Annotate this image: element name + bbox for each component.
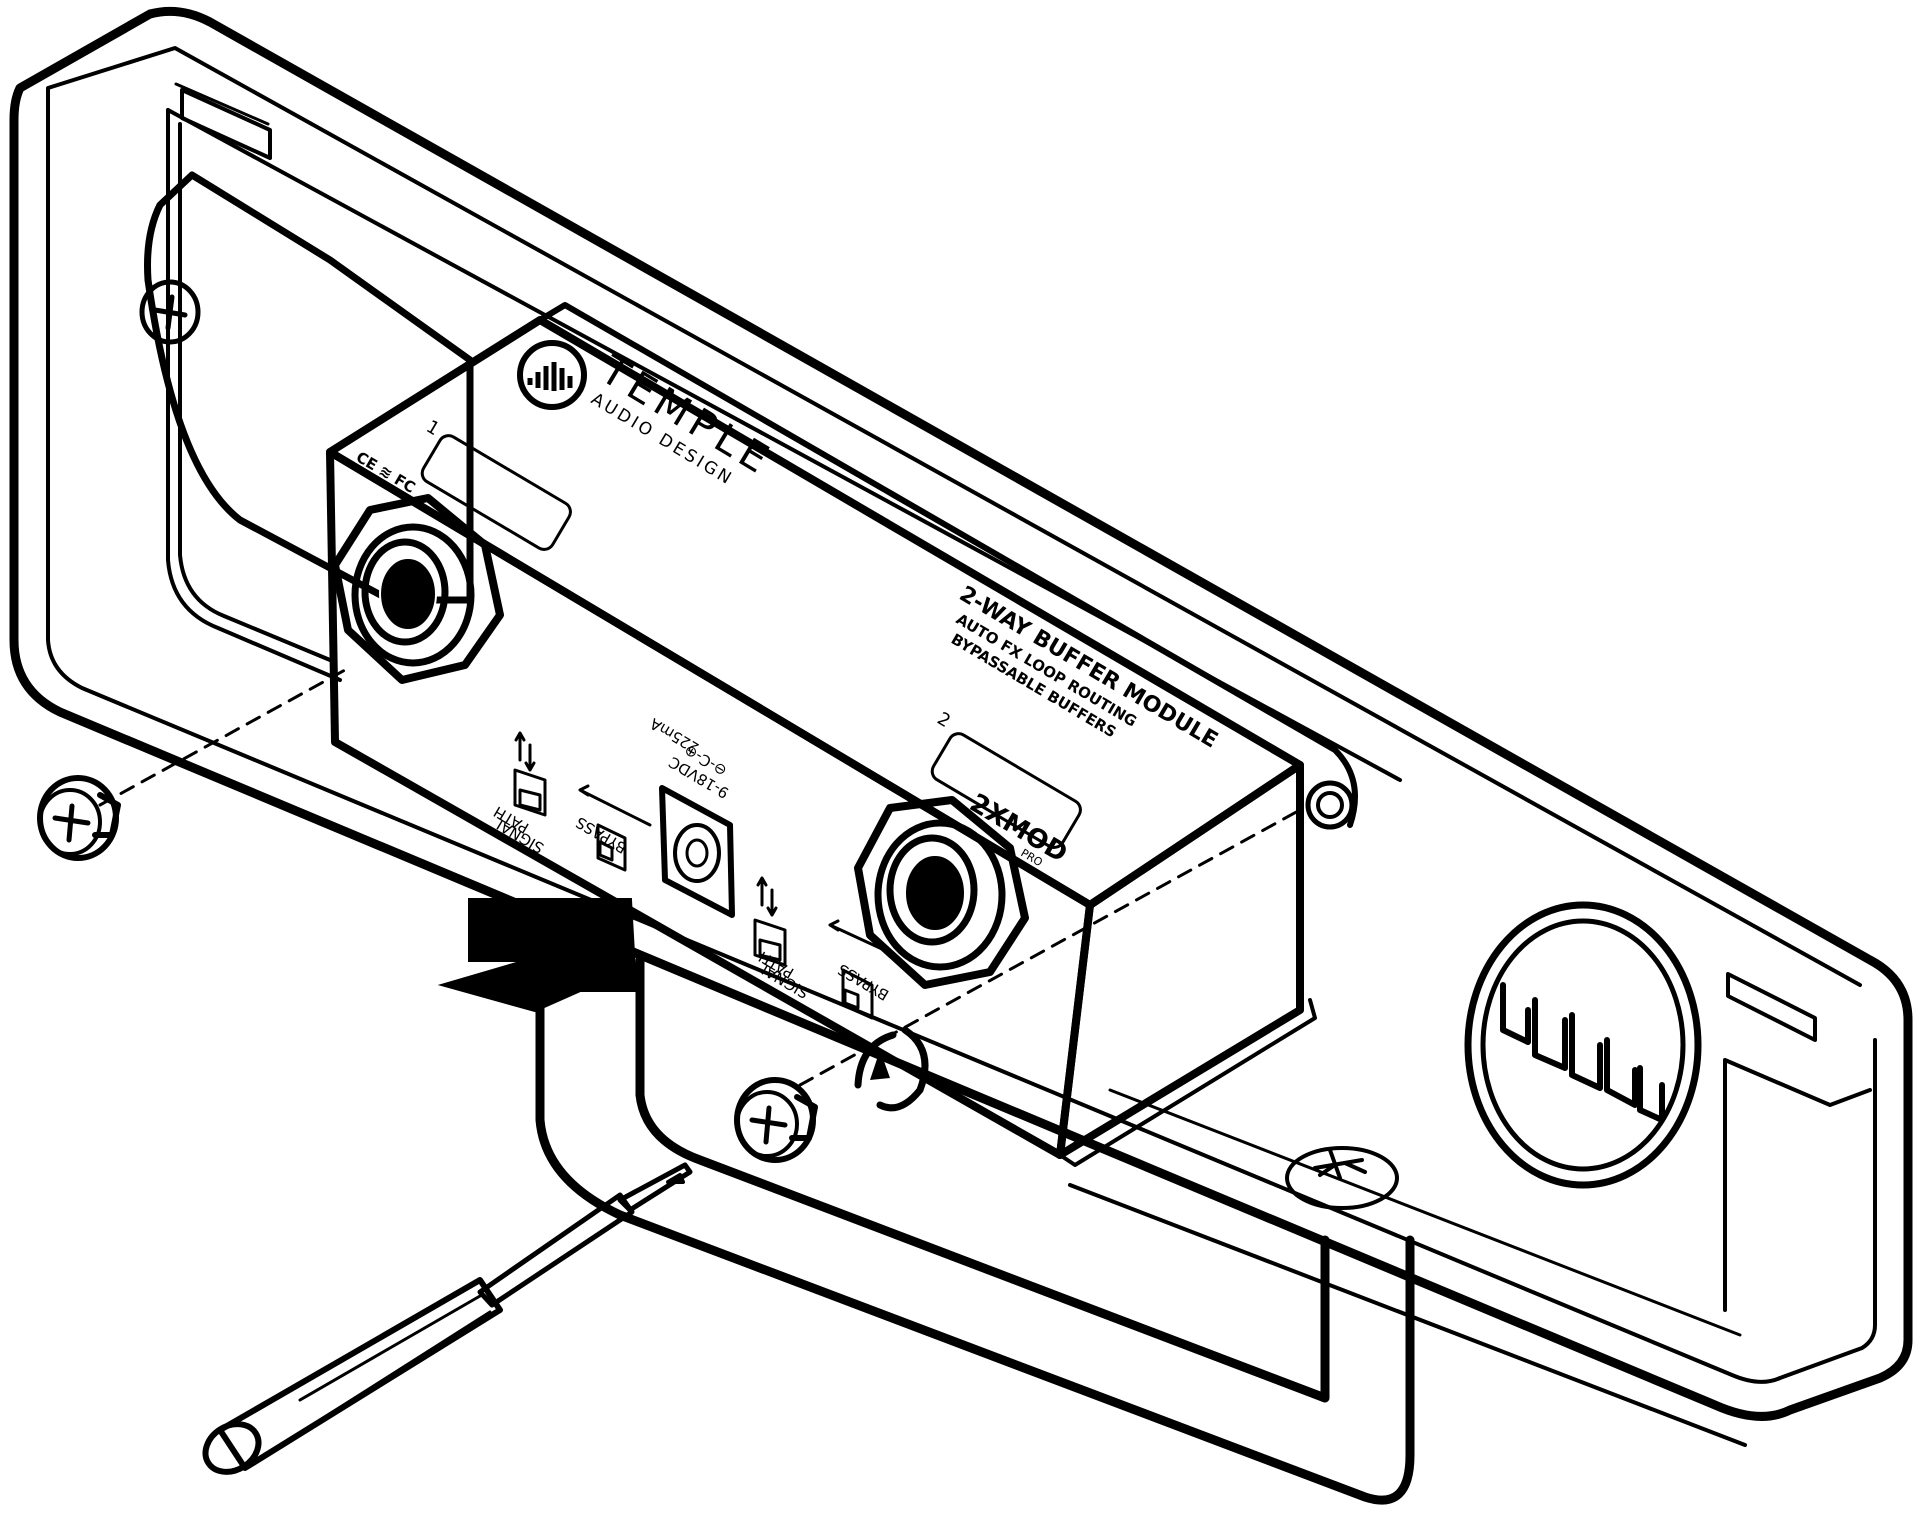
dip-switch-1 xyxy=(513,731,652,872)
screwdriver-icon xyxy=(202,1162,693,1475)
push-arrow-icon xyxy=(437,898,638,1013)
power-current: 225mA xyxy=(646,714,702,757)
dc-power-jack xyxy=(659,785,735,918)
buffer-module xyxy=(326,302,1358,1167)
handle-loop xyxy=(535,925,1415,1505)
phillips-screw-icon xyxy=(1285,1146,1399,1210)
phillips-screw-icon xyxy=(734,1077,818,1163)
phillips-screw-icon xyxy=(139,279,201,345)
mounting-plate xyxy=(9,6,1913,1447)
temple-logo-icon xyxy=(1500,982,1665,1123)
phillips-screw-icon xyxy=(37,775,121,861)
slot-1-number: 1 xyxy=(422,416,443,440)
alignment-lines xyxy=(98,668,1302,1087)
temple-logo-badge xyxy=(1464,901,1702,1189)
label-slot-1 xyxy=(420,434,572,551)
slot-2-number: 2 xyxy=(933,708,954,732)
dip-switch-2 xyxy=(753,876,897,1020)
audio-jack-1 xyxy=(331,494,504,684)
rotate-clockwise-icon xyxy=(854,1026,929,1112)
label-slot-2 xyxy=(930,732,1082,849)
audio-jack-2 xyxy=(854,796,1029,989)
